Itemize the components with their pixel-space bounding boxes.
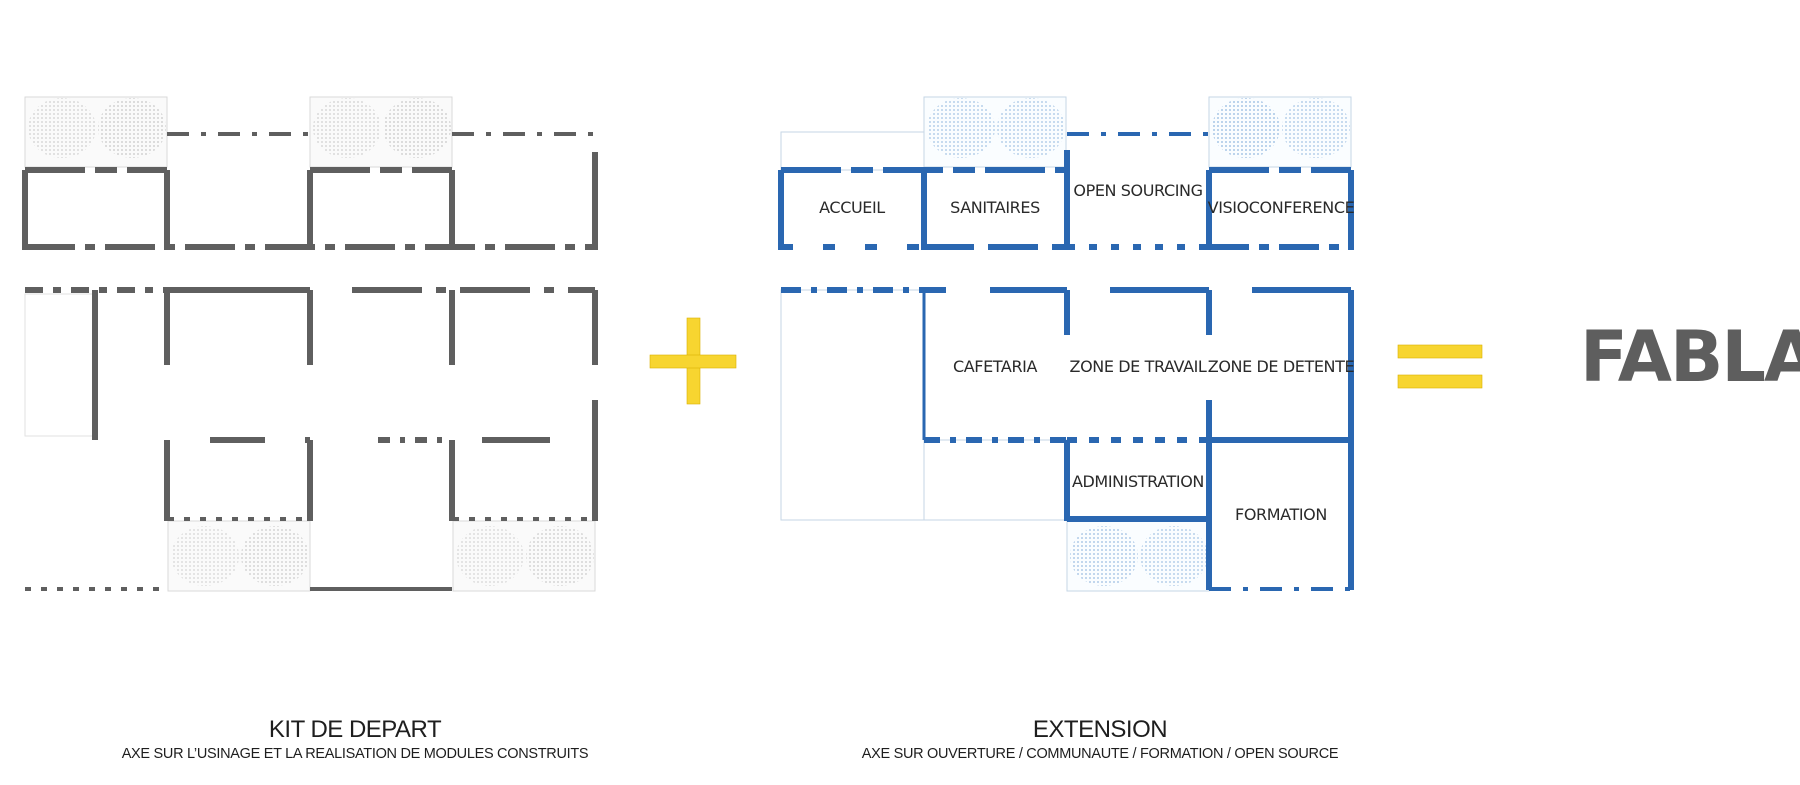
extension-wall <box>1064 400 1354 590</box>
kit-wall <box>164 400 598 521</box>
room-label-visioconference: VISIOCONFERENCE <box>1208 198 1355 217</box>
kit-plan <box>22 96 598 592</box>
kit-wall <box>92 290 598 440</box>
room-label-zone-de-travail: ZONE DE TRAVAIL <box>1070 357 1207 376</box>
extension-caption: EXTENSION AXE SUR OUVERTURE / COMMUNAUTE… <box>840 716 1360 762</box>
room-label-sanitaires: SANITAIRES <box>950 198 1040 217</box>
extension-plan: ACCUEIL SANITAIRES OPEN SOURCING VISIOCO… <box>778 96 1355 592</box>
kit-wall <box>164 287 313 365</box>
extension-title: EXTENSION <box>1032 716 1168 743</box>
room-label-zone-de-detente: ZONE DE DETENTE <box>1208 357 1355 376</box>
room-label-accueil: ACCUEIL <box>819 198 885 217</box>
extension-wall <box>1064 290 1354 445</box>
room-label-cafetaria: CAFETARIA <box>953 357 1038 376</box>
room-label-formation: FORMATION <box>1235 505 1327 524</box>
kit-title: KIT DE DEPART <box>268 716 442 743</box>
room-label-open-sourcing: OPEN SOURCING <box>1073 181 1202 200</box>
extension-texture-modules <box>780 96 1352 592</box>
equals-icon <box>1397 344 1483 389</box>
extension-subtitle: AXE SUR OUVERTURE / COMMUNAUTE / FORMATI… <box>861 746 1339 762</box>
kit-caption: KIT DE DEPART AXE SUR L’USINAGE ET LA RE… <box>100 716 610 762</box>
room-label-administration: ADMINISTRATION <box>1072 472 1204 491</box>
kit-subtitle: AXE SUR L’USINAGE ET LA REALISATION DE M… <box>121 746 589 762</box>
plus-icon <box>649 317 737 405</box>
kit-wall <box>22 152 598 250</box>
extension-wall <box>778 150 1354 250</box>
kit-texture-modules <box>24 96 596 592</box>
result-label: FABLAB <box>1580 316 1800 398</box>
